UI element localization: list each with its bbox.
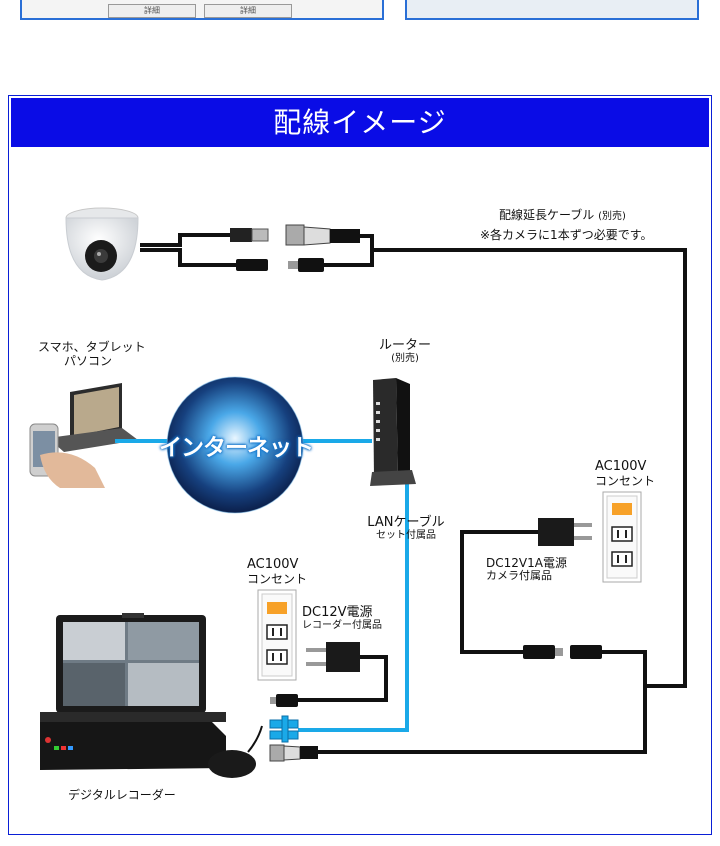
outlet-right-line1: AC100V — [595, 459, 647, 474]
detail-button-left[interactable]: 詳細 — [108, 4, 196, 18]
extension-cable-note: (別売) — [598, 211, 626, 222]
lan-cable-title: LANケーブル — [367, 515, 445, 530]
router-title: ルーター — [378, 338, 431, 353]
recorder-power-title: DC12V電源 — [302, 605, 373, 620]
detail-button-right[interactable]: 詳細 — [204, 4, 292, 18]
dc-jack-camera — [523, 645, 555, 659]
lan-cable-label: LANケーブル セット付属品 — [356, 516, 456, 542]
outlet-right — [602, 491, 642, 583]
lan-cable-sub: セット付属品 — [376, 530, 436, 541]
camera-power-title: DC12V1A電源 — [486, 556, 567, 570]
recorder-power-sub: レコーダー付属品 — [302, 620, 382, 631]
dc-plug-connector — [288, 258, 324, 272]
laptop-and-phone — [29, 383, 138, 488]
recorder-label: デジタルレコーダー — [68, 788, 176, 802]
camera-power-label: DC12V1A電源 カメラ付属品 — [486, 556, 567, 582]
dc-plug-recorder — [276, 694, 298, 707]
digital-recorder — [40, 613, 226, 770]
extension-cable-sub: ※各カメラに1本ずつ必要です。 — [480, 228, 653, 242]
bnc-female-connector — [285, 224, 360, 246]
router-label: ルーター (別売) — [370, 339, 440, 365]
internet-label: インターネット — [159, 435, 314, 461]
top-strip: 詳細 詳細 — [0, 0, 720, 26]
outlet-left-line1: AC100V — [247, 557, 299, 572]
dc-plug-extension — [570, 645, 602, 659]
banner-title: 配線イメージ — [11, 98, 709, 147]
mouse — [208, 725, 263, 778]
outlet-left-line2: コンセント — [247, 572, 308, 586]
devices-line1: スマホ、タブレット — [38, 340, 146, 354]
devices-label: スマホ、タブレット パソコン — [38, 340, 146, 368]
bnc-male-connector — [230, 228, 269, 242]
bnc-recorder-connector — [269, 744, 318, 762]
outlet-left — [257, 589, 297, 681]
extension-cable-label: 配線延長ケーブル (別売) — [499, 208, 626, 223]
extension-cable-title: 配線延長ケーブル — [499, 208, 595, 222]
router-note: (別売) — [391, 353, 419, 364]
outlet-left-label: AC100V コンセント — [247, 557, 308, 587]
camera-power-sub: カメラ付属品 — [486, 569, 552, 582]
dome-camera — [65, 207, 139, 281]
lan-connector — [269, 715, 299, 743]
camera-power-adapter — [538, 518, 592, 546]
recorder-power-adapter — [306, 642, 360, 672]
internet-globe — [166, 376, 304, 514]
recorder-power-label: DC12V電源 レコーダー付属品 — [302, 606, 382, 632]
outlet-right-line2: コンセント — [595, 474, 656, 488]
outlet-right-label: AC100V コンセント — [595, 459, 656, 489]
router — [370, 378, 416, 486]
devices-line2: パソコン — [63, 354, 112, 368]
dc-jack-connector — [236, 259, 268, 271]
